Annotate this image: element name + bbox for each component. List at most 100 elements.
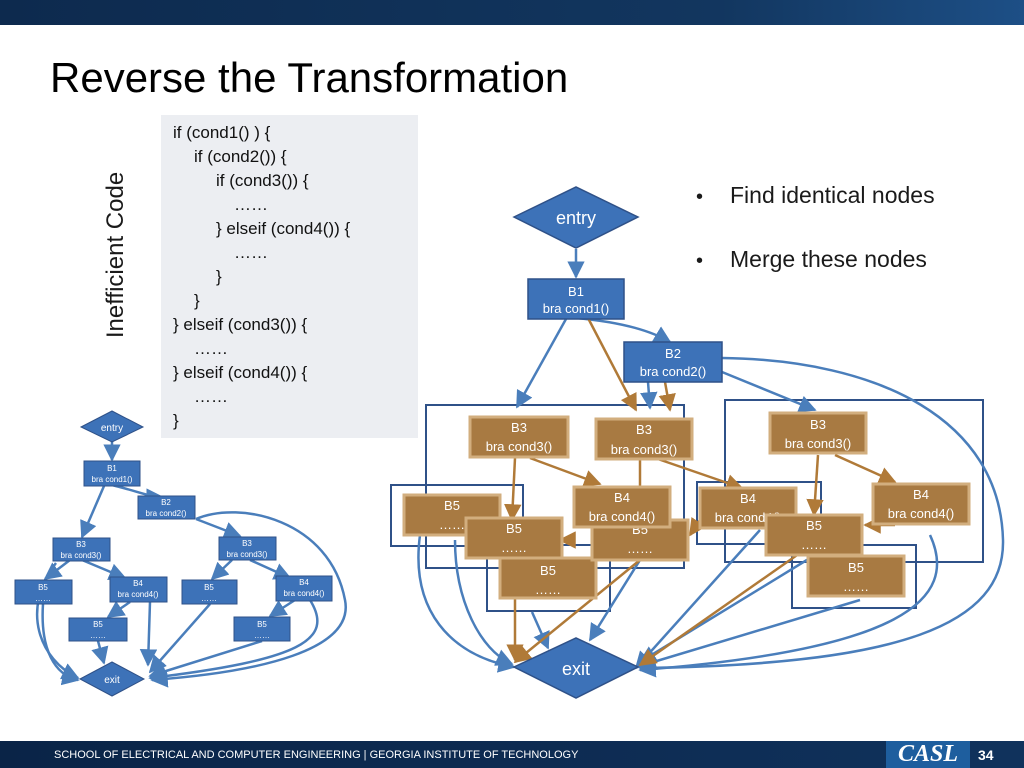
node-title: B5 bbox=[93, 620, 103, 629]
edge bbox=[654, 456, 744, 492]
edge bbox=[586, 317, 638, 412]
bullet-list: •Find identical nodes •Merge these nodes bbox=[696, 180, 935, 308]
node-code: …… bbox=[254, 631, 270, 640]
code-snippet: if (cond1() ) { if (cond2()) { if (cond3… bbox=[161, 115, 418, 438]
edge bbox=[139, 601, 158, 667]
edge bbox=[80, 485, 106, 539]
large-entry-node: entry bbox=[512, 186, 640, 249]
bullet-dot-icon: • bbox=[696, 186, 704, 208]
large-cfg: entry B1 bra cond1() B2 bra cond2() B3 b… bbox=[390, 186, 1005, 699]
node-title: B5 bbox=[257, 620, 267, 629]
node-title: B3 bbox=[511, 420, 527, 435]
small-exit-node: exit bbox=[78, 661, 146, 697]
edge bbox=[504, 457, 522, 522]
node-code: …… bbox=[535, 582, 561, 597]
node-code: bra cond1() bbox=[92, 475, 133, 484]
bullet-item: •Merge these nodes bbox=[696, 244, 935, 276]
code-line: if (cond3()) { bbox=[216, 171, 309, 190]
large-b5-node: B5 …… bbox=[806, 554, 906, 598]
node-code: bra cond4() bbox=[589, 509, 655, 524]
edge bbox=[210, 559, 233, 581]
node-title: B5 bbox=[540, 563, 556, 578]
large-b5-node: B5 …… bbox=[464, 516, 564, 560]
edge bbox=[148, 599, 319, 685]
node-title: B4 bbox=[913, 487, 929, 502]
node-title: B4 bbox=[133, 579, 143, 588]
node-code: bra cond1() bbox=[543, 301, 609, 316]
node-title: B5 bbox=[848, 560, 864, 575]
small-b5-node: B5 …… bbox=[181, 579, 238, 605]
edge bbox=[81, 558, 127, 580]
node-title: B1 bbox=[568, 284, 584, 299]
small-b5-node: B5 …… bbox=[233, 616, 291, 642]
edge bbox=[417, 534, 516, 673]
node-title: B2 bbox=[161, 498, 171, 507]
node-code: …… bbox=[90, 631, 106, 640]
edge bbox=[106, 600, 131, 619]
node-title: B5 bbox=[204, 583, 214, 592]
code-line: } bbox=[194, 291, 200, 310]
small-b3-node: B3 bra cond3() bbox=[52, 537, 111, 562]
edge bbox=[35, 562, 80, 680]
small-b1-node: B1 bra cond1() bbox=[83, 460, 141, 487]
edge bbox=[148, 639, 263, 680]
edge bbox=[91, 640, 109, 665]
node-title: B4 bbox=[740, 491, 756, 506]
edge bbox=[658, 381, 676, 412]
large-exit-node: exit bbox=[512, 637, 640, 699]
edge bbox=[513, 559, 641, 664]
node-code: bra cond3() bbox=[61, 551, 102, 560]
small-entry-node: entry bbox=[79, 410, 145, 443]
node-title: B5 bbox=[444, 498, 460, 513]
bullet-text: Merge these nodes bbox=[730, 246, 927, 272]
large-b2-node: B2 bra cond2() bbox=[623, 341, 723, 383]
edge bbox=[834, 453, 897, 484]
node-title: B4 bbox=[614, 490, 630, 505]
edge bbox=[268, 598, 296, 618]
small-b5-node: B5 …… bbox=[68, 617, 128, 642]
node-code: bra cond2() bbox=[146, 509, 187, 518]
code-line: if (cond2()) { bbox=[194, 147, 287, 166]
code-line: } elseif (cond4()) { bbox=[216, 219, 351, 238]
small-b2-node: B2 bra cond2() bbox=[137, 495, 196, 520]
large-b4-node: B4 bra cond4() bbox=[572, 485, 672, 529]
node-code: bra cond4() bbox=[284, 589, 325, 598]
node-code: …… bbox=[439, 517, 465, 532]
node-code: bra cond4() bbox=[118, 590, 159, 599]
node-code: …… bbox=[627, 541, 653, 556]
node-label: entry bbox=[556, 208, 596, 228]
node-code: bra cond3() bbox=[611, 442, 677, 457]
node-code: …… bbox=[35, 594, 51, 603]
edge bbox=[195, 517, 242, 539]
large-b3-node: B3 bra cond3() bbox=[594, 417, 694, 461]
node-code: …… bbox=[501, 540, 527, 555]
node-title: B1 bbox=[107, 464, 117, 473]
large-b3-node: B3 bra cond3() bbox=[468, 415, 570, 459]
node-label: exit bbox=[562, 659, 590, 679]
edge bbox=[640, 381, 658, 410]
node-code: bra cond3() bbox=[785, 436, 851, 451]
edge bbox=[148, 603, 211, 674]
node-title: B3 bbox=[242, 539, 252, 548]
edge bbox=[638, 356, 1005, 677]
node-title: B2 bbox=[665, 346, 681, 361]
large-blue-edges bbox=[417, 249, 1005, 678]
node-code: …… bbox=[201, 594, 217, 603]
node-title: B3 bbox=[810, 417, 826, 432]
edge bbox=[588, 559, 642, 642]
node-code: …… bbox=[801, 537, 827, 552]
node-code: bra cond2() bbox=[640, 364, 706, 379]
edge bbox=[111, 483, 164, 506]
small-b4-node: B4 bra cond4() bbox=[109, 576, 168, 603]
node-title: B5 bbox=[806, 518, 822, 533]
code-line: …… bbox=[194, 387, 228, 406]
code-line: …… bbox=[194, 339, 228, 358]
small-b4-node: B4 bra cond4() bbox=[275, 575, 333, 602]
code-line: …… bbox=[234, 195, 268, 214]
node-code: bra cond4() bbox=[888, 506, 954, 521]
edge bbox=[806, 454, 824, 517]
edge bbox=[638, 534, 939, 678]
node-code: bra cond3() bbox=[486, 439, 552, 454]
node-title: B5 bbox=[506, 521, 522, 536]
